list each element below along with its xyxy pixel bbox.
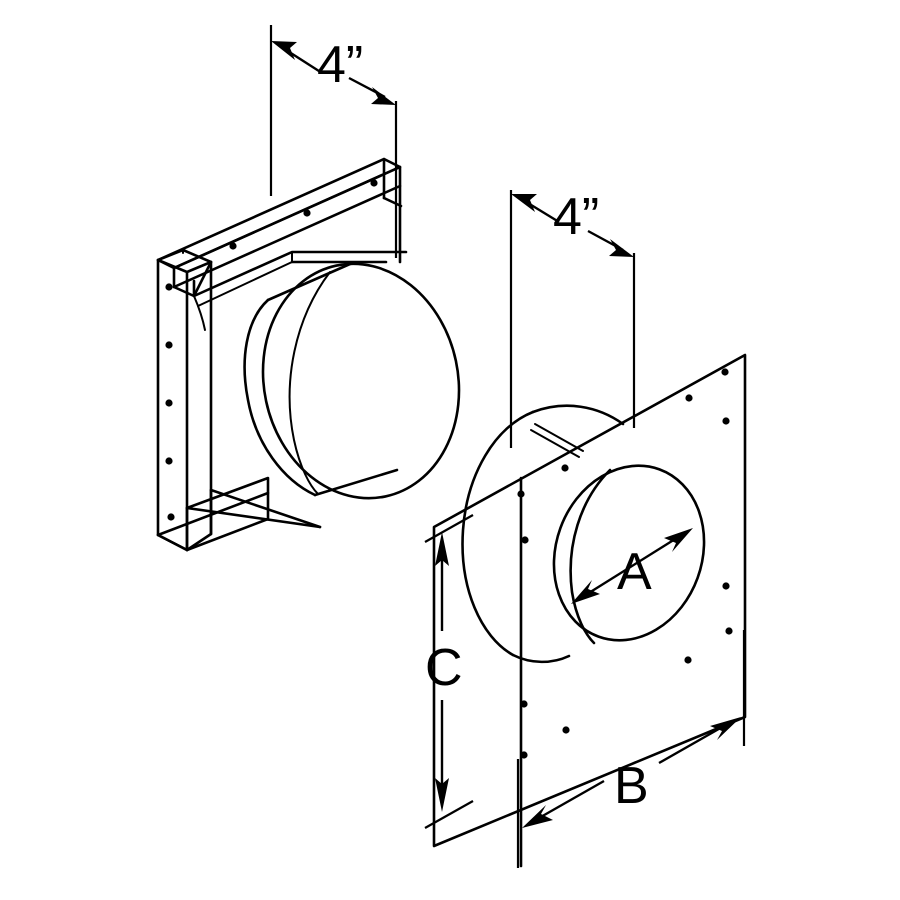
rear-duct-bottom-edge [313, 468, 399, 497]
dimension-plate-width: B [516, 630, 746, 868]
rear-duct-collar [243, 262, 461, 500]
front-plate-hole-group [517, 368, 733, 759]
front-plate-hole [725, 627, 733, 635]
rear-frame-hole [165, 283, 173, 291]
rear-frame-hole [303, 209, 311, 217]
front-plate-hole [684, 656, 692, 664]
front-duct-collar [461, 404, 625, 664]
dimension-plate-height: C [424, 514, 474, 829]
front-opening-ellipse [552, 464, 706, 642]
rear-frame-hole [165, 399, 173, 407]
dimension-a-label: A [617, 543, 652, 601]
front-wall-plate-outline [432, 353, 747, 848]
rear-duct-top-edge [266, 262, 352, 302]
rear-frame-bottom-brace-upper [209, 488, 322, 529]
dimension-b-label: B [614, 757, 649, 815]
dimension-b-leader-2 [658, 724, 725, 765]
front-plate-hole [685, 394, 693, 402]
rear-frame-hole [229, 242, 237, 250]
rear-duct-back-arc [243, 298, 317, 497]
rear-frame-left-flange-web [185, 260, 213, 552]
rear-frame-bottom-brace-lower [185, 506, 322, 529]
front-plate-hole [521, 536, 529, 544]
front-plate-hole [517, 490, 525, 498]
rear-frame-hole [165, 341, 173, 349]
dimension-a-arrowhead-1 [571, 580, 600, 604]
dimension-depth-right: 4” [509, 188, 636, 448]
dimension-opening-diameter: A [571, 528, 693, 604]
front-plate-hole [562, 726, 570, 734]
dimension-c-arrowhead-2 [435, 778, 449, 812]
dimension-c-ext-line-1 [424, 514, 474, 543]
front-duct-seam-line-1 [534, 423, 584, 452]
rear-frame-left-flange-face [156, 258, 189, 552]
rear-frame-hole [167, 513, 175, 521]
dimension-depth-left-label: 4” [317, 36, 363, 94]
rear-mounting-frame [156, 157, 408, 552]
dimension-c-label: C [425, 639, 463, 697]
dimension-c-arrowhead-1 [435, 532, 449, 566]
dimension-a-leader [583, 534, 681, 598]
rear-frame-right-post-edge-b [382, 196, 403, 208]
front-plate-hole [721, 368, 729, 376]
front-duct-seam-line-2 [530, 429, 580, 458]
rear-frame-upper-left-gusset-curve [193, 295, 206, 331]
front-plate-hole [520, 700, 528, 708]
rear-frame-upper-left-gusset-a [192, 260, 213, 298]
front-view-assembly: 4” A B [424, 188, 747, 868]
rear-frame-bottom-rail-face [156, 476, 270, 537]
rear-frame-inner-top-member [192, 250, 408, 298]
front-duct-top-arc [531, 404, 625, 426]
dimension-a-arrowhead-2 [664, 528, 693, 552]
front-duct-bottom-arc [511, 653, 571, 664]
dimension-depth-right-arrowhead-2 [609, 239, 634, 257]
rear-frame-bottom-rail-lower-web [156, 491, 270, 552]
rear-frame-hole [165, 457, 173, 465]
rear-frame-hole [370, 179, 378, 187]
rear-view-assembly: 4” [156, 25, 461, 552]
dimension-c-ext-line-2 [424, 800, 474, 829]
dimension-depth-left-arrowhead-2 [371, 87, 396, 105]
front-plate-hole [722, 582, 730, 590]
dimension-depth-right-label: 4” [553, 188, 599, 246]
dimension-depth-right-arrowhead-1 [511, 194, 537, 212]
front-opening-inner-wall-arc [569, 468, 612, 645]
dimension-b-arrowhead-2 [710, 717, 741, 740]
dimension-b-arrowhead-1 [522, 805, 553, 828]
dimension-depth-left-arrowhead-1 [271, 41, 297, 60]
rear-duct-inner-seam [288, 271, 331, 495]
front-plate-opening [552, 464, 706, 645]
dimension-depth-left: 4” [269, 25, 398, 258]
front-duct-back-arc [461, 410, 535, 657]
dimension-b-leader-1 [538, 779, 605, 820]
front-plate-hole [520, 751, 528, 759]
front-plate-hole [722, 417, 730, 425]
front-plate-hole [561, 464, 569, 472]
rear-duct-mouth-ellipse [261, 262, 461, 500]
